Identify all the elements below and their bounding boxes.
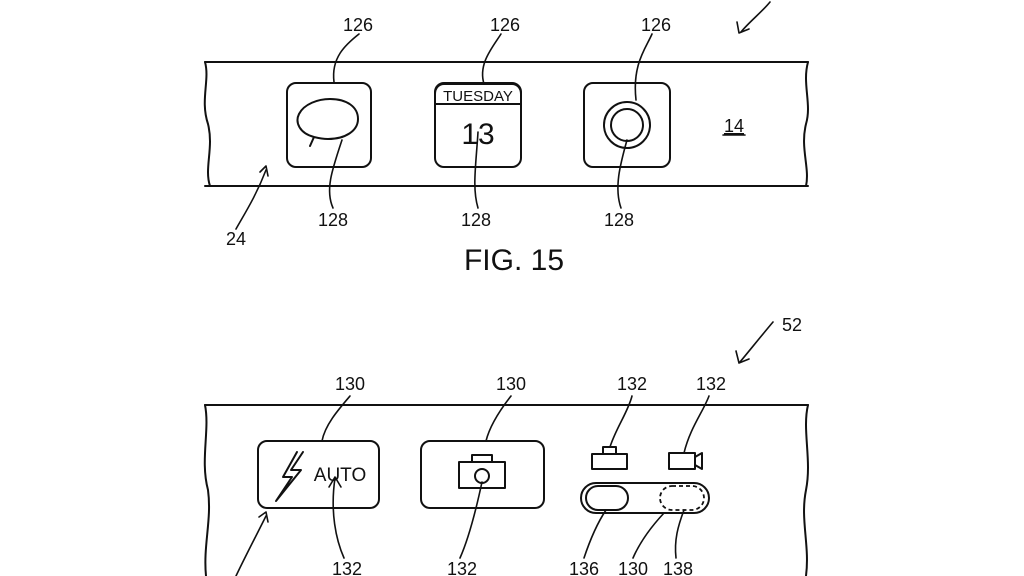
ref-14: 14 bbox=[724, 116, 744, 136]
fig15-caption: FIG. 15 bbox=[464, 244, 564, 277]
calendar-app-icon[interactable]: TUESDAY 13 bbox=[434, 82, 522, 168]
calendar-day-label: TUESDAY bbox=[443, 88, 513, 105]
ref-128-c: 128 bbox=[604, 210, 634, 230]
lightning-bolt-icon bbox=[275, 451, 304, 502]
video-mode-icon[interactable] bbox=[668, 452, 703, 470]
calendar-icon: TUESDAY 13 bbox=[434, 83, 522, 151]
ref-130-a: 130 bbox=[335, 374, 365, 394]
photo-mode-icon[interactable] bbox=[591, 446, 628, 470]
ref-126-a: 126 bbox=[343, 15, 373, 35]
ref-132-d: 132 bbox=[447, 559, 477, 576]
fig15-leader-lines bbox=[235, 1, 771, 230]
ref-128-a: 128 bbox=[318, 210, 348, 230]
message-app-icon[interactable] bbox=[286, 82, 372, 168]
fig15-strip bbox=[203, 61, 809, 187]
toggle-alt-position bbox=[659, 485, 705, 511]
fig16-strip bbox=[203, 404, 809, 576]
ref-136: 136 bbox=[569, 559, 599, 576]
ref-24: 24 bbox=[226, 229, 246, 249]
ref-130-b: 130 bbox=[496, 374, 526, 394]
ref-126-b: 126 bbox=[490, 15, 520, 35]
flash-auto-label: AUTO bbox=[314, 465, 366, 486]
ref-126-c: 126 bbox=[641, 15, 671, 35]
fig16-leader-lines bbox=[235, 321, 774, 576]
camera-shutter-button[interactable] bbox=[420, 440, 545, 509]
toggle-knob[interactable] bbox=[585, 485, 629, 511]
ref-128-b: 128 bbox=[461, 210, 491, 230]
flash-auto-button[interactable]: AUTO bbox=[257, 440, 380, 509]
message-bubble-icon bbox=[296, 98, 359, 147]
record-app-icon[interactable] bbox=[583, 82, 671, 168]
mode-toggle-switch[interactable] bbox=[580, 482, 710, 514]
ref-52: 52 bbox=[782, 315, 802, 335]
ref-132-c: 132 bbox=[332, 559, 362, 576]
ref-132-b: 132 bbox=[696, 374, 726, 394]
ref-132-a: 132 bbox=[617, 374, 647, 394]
ref-130-c: 130 bbox=[618, 559, 648, 576]
ref-138: 138 bbox=[663, 559, 693, 576]
